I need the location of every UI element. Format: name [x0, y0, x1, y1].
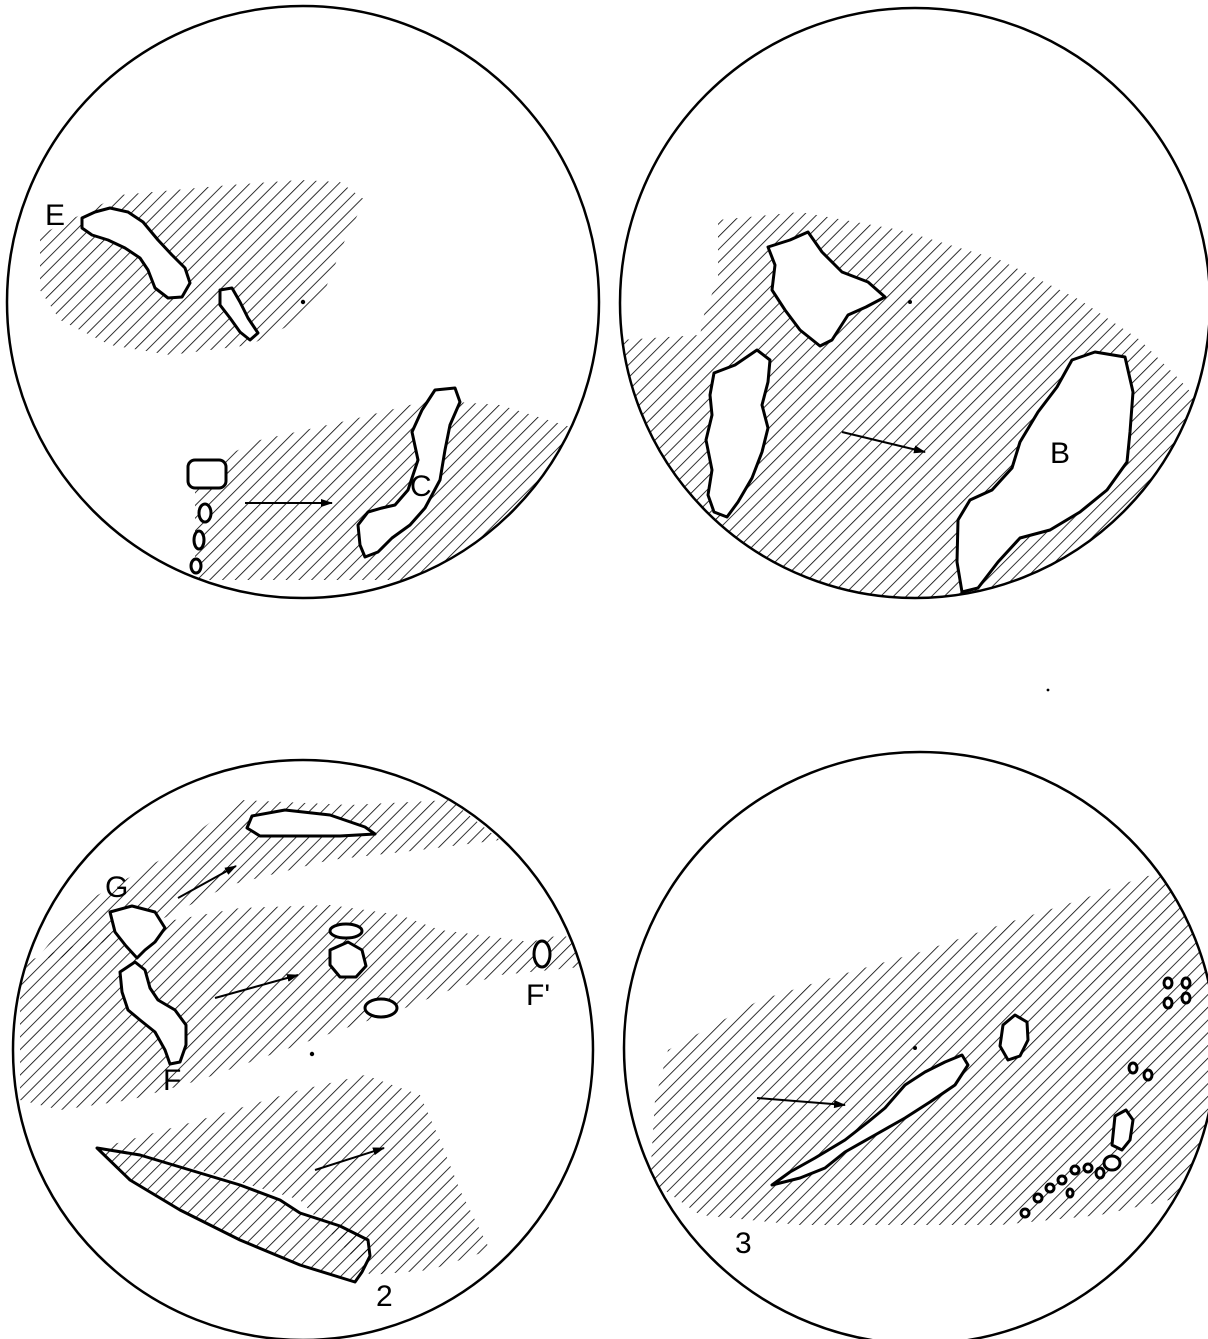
particle — [1067, 1189, 1073, 1197]
particle — [1182, 993, 1190, 1003]
particle — [1096, 1168, 1104, 1178]
particle — [1129, 1063, 1137, 1073]
particle — [1034, 1194, 1042, 1202]
shaded-region — [40, 180, 365, 355]
label-B: B — [1050, 437, 1070, 470]
label-F-prime: F' — [526, 979, 550, 1012]
particle — [1021, 1209, 1029, 1217]
particle — [199, 504, 211, 522]
particle — [365, 999, 397, 1017]
particle — [1164, 978, 1172, 988]
label-F: F — [163, 1064, 181, 1097]
center-dot — [301, 300, 305, 304]
center-dot — [310, 1052, 314, 1056]
shaded-region — [650, 860, 1208, 1225]
label-3: 3 — [735, 1227, 752, 1260]
shaded-region — [20, 905, 600, 1110]
label-G: G — [105, 871, 128, 904]
particle — [1144, 1070, 1152, 1080]
label-2: 2 — [376, 1280, 393, 1313]
panel-bottom-right: 3 — [624, 752, 1208, 1339]
panel-bottom-left: G F F' 2 — [13, 760, 600, 1339]
particle — [330, 924, 362, 938]
center-dot — [908, 300, 912, 304]
center-dot — [913, 1046, 917, 1050]
particle — [191, 559, 201, 573]
panel-top-left: E C — [7, 6, 600, 598]
label-C: C — [410, 470, 432, 503]
particle — [1104, 1156, 1120, 1170]
stray-dot — [1047, 689, 1050, 692]
particle — [194, 531, 204, 549]
shaded-region — [195, 400, 600, 580]
particle — [1084, 1164, 1092, 1172]
particle — [1058, 1176, 1066, 1184]
particle-F-prime — [534, 941, 550, 967]
particle — [1071, 1166, 1079, 1174]
particle — [1046, 1184, 1054, 1192]
particle — [1182, 978, 1190, 988]
label-E: E — [45, 199, 65, 232]
particle — [188, 460, 226, 488]
particle — [1164, 998, 1172, 1008]
panel-top-right: B — [620, 8, 1208, 600]
